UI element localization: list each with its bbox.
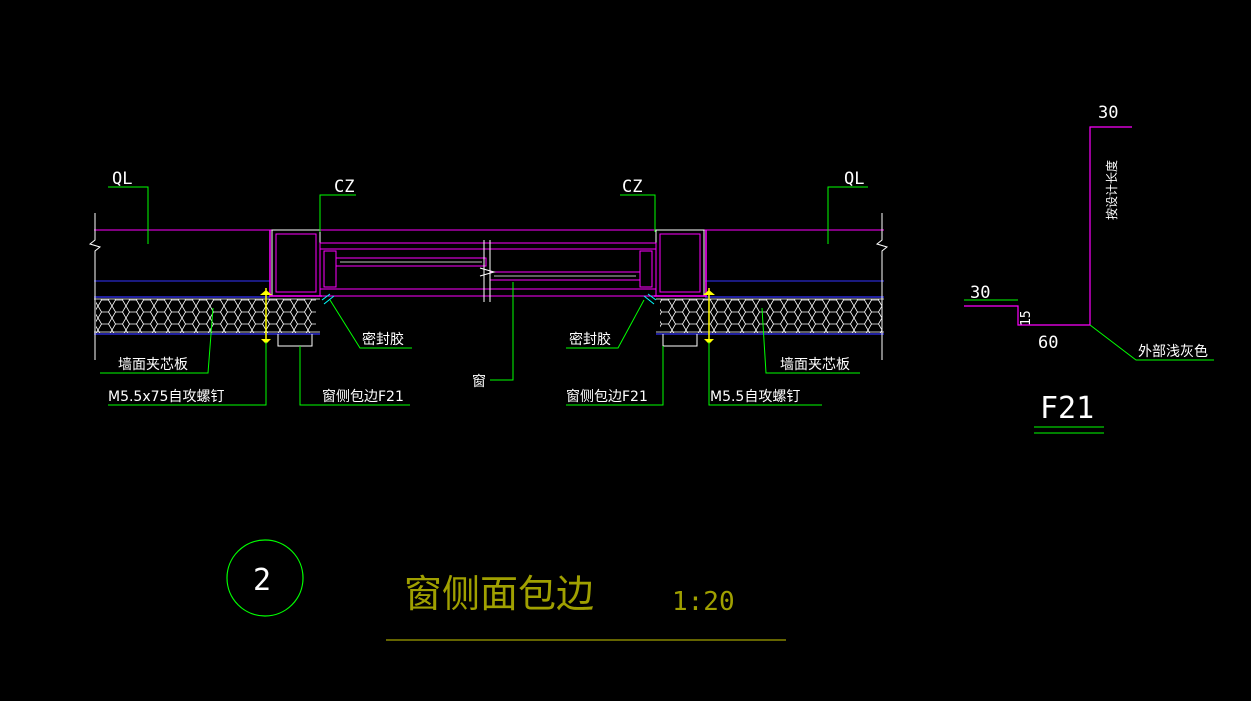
label-sealant-right: 密封胶 (569, 331, 611, 348)
label-window: 窗 (472, 373, 486, 390)
dim-60: 60 (1038, 333, 1058, 353)
label-ql-right: QL (844, 169, 864, 189)
label-cz-right: CZ (622, 177, 642, 197)
label-wall-panel-right: 墙面夹芯板 (780, 357, 850, 373)
wall-section (88, 213, 889, 360)
label-screw-left: M5.5x75自攻螺钉 (108, 389, 224, 405)
flashing-right (662, 334, 698, 347)
label-screw-right: M5.5自攻螺钉 (710, 389, 800, 405)
label-wall-panel-left: 墙面夹芯板 (118, 357, 188, 373)
window-assembly (269, 229, 707, 347)
flashing-left (277, 334, 313, 347)
labels: QL QL CZ CZ 墙面夹芯板 墙面夹芯板 M5.5x75自攻螺钉 M5.5… (108, 169, 864, 405)
label-sealant-left: 密封胶 (362, 331, 404, 348)
drawing-title: 窗侧面包边 (404, 572, 594, 616)
title-block: 2 窗侧面包边 1:20 (226, 539, 786, 641)
dim-top: 30 (1098, 103, 1118, 123)
drawing-scale: 1:20 (672, 587, 735, 617)
break-line-right (875, 213, 889, 360)
detail-number: 2 (253, 563, 271, 598)
label-flashing-left: 窗侧包边F21 (322, 388, 404, 405)
label-flashing-right: 窗侧包边F21 (566, 388, 648, 405)
label-ql-left: QL (112, 169, 132, 189)
panel-core-left (96, 299, 316, 333)
label-cz-left: CZ (334, 177, 354, 197)
dim-15: 15 (1019, 310, 1034, 326)
break-line-left (88, 213, 102, 360)
screws (260, 288, 715, 344)
dim-left: 30 (970, 283, 990, 303)
length-note: 按设计长度 (1104, 160, 1119, 220)
detail-number-circle (226, 539, 304, 617)
color-note: 外部浅灰色 (1138, 343, 1208, 360)
leaders (100, 186, 868, 406)
panel-core-right (660, 299, 882, 333)
detail-code: F21 (1040, 391, 1094, 426)
f21-detail: 30 30 15 60 按设计长度 外部浅灰色 F21 (964, 103, 1214, 434)
